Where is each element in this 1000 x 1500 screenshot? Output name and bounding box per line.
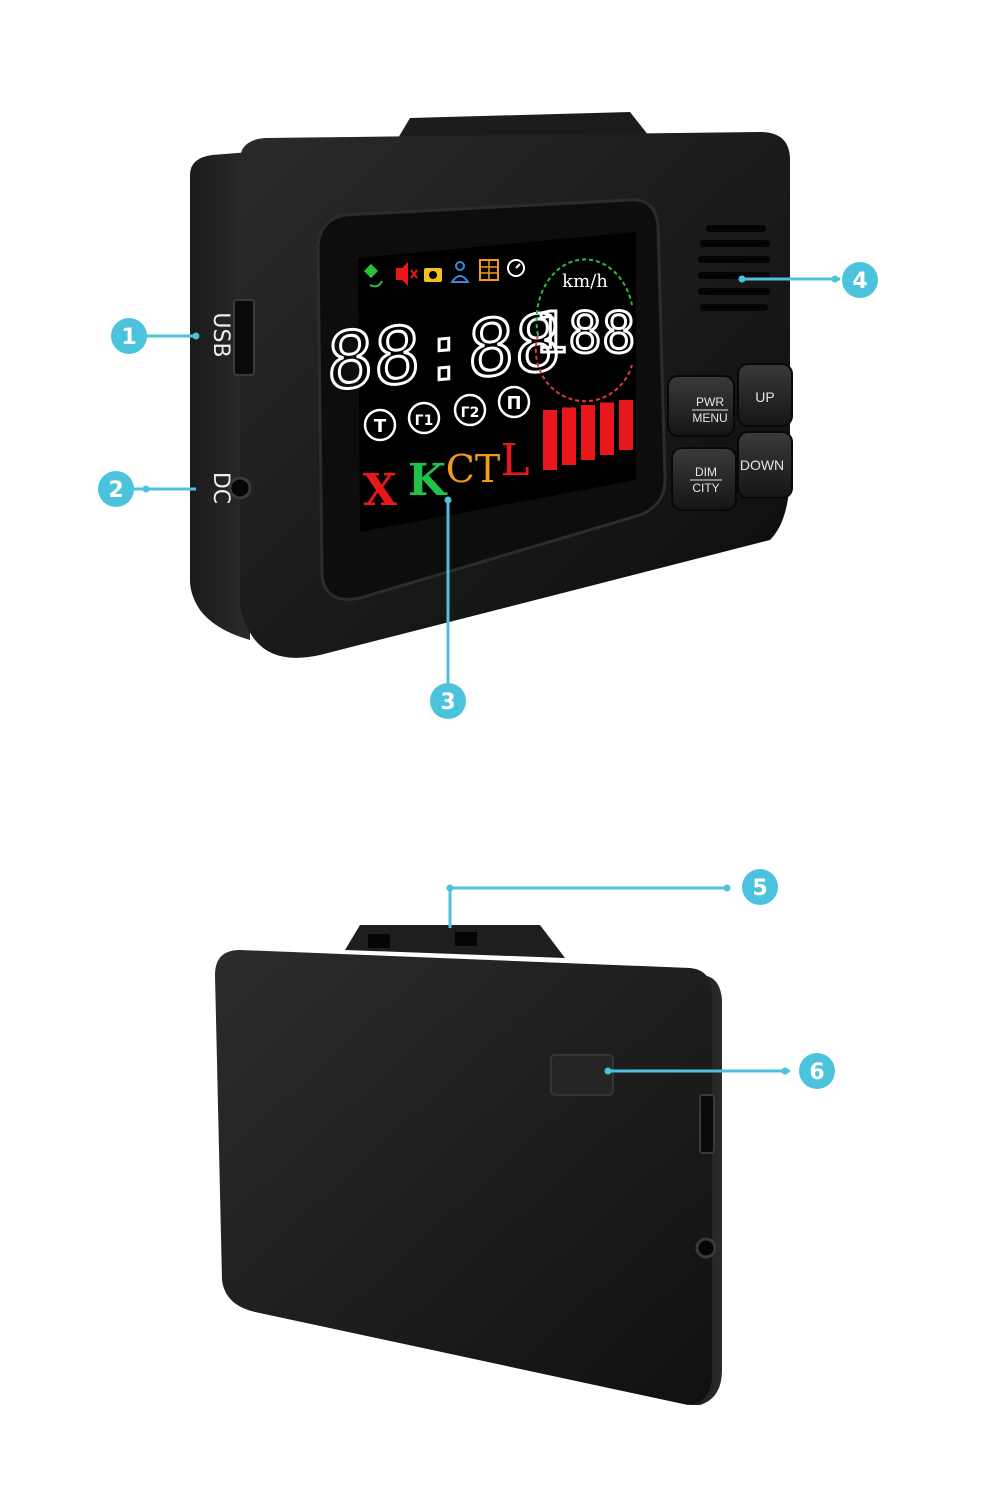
down-label: DOWN (740, 457, 784, 473)
band-x: X (363, 465, 398, 516)
dc-label: DC (208, 472, 233, 504)
signal-bar-5 (619, 400, 633, 450)
front-side (190, 152, 250, 640)
city-label: CITY (692, 481, 719, 495)
mode-icons: T Г1 Г2 П (363, 385, 531, 442)
callout-number-5: 5 (752, 876, 767, 901)
back-device (215, 925, 722, 1405)
usb-label: USB (208, 312, 233, 357)
mode-label-1: Г1 (415, 413, 434, 429)
callout-badge-1: 1 (111, 318, 147, 354)
pwr-menu-button[interactable]: PWR MENU (667, 375, 735, 437)
signal-bar-2 (562, 407, 576, 465)
back-dc-port[interactable] (695, 1237, 717, 1259)
up-button[interactable]: UP (737, 363, 793, 427)
signal-bar-3 (581, 405, 595, 460)
signal-strength-bars (543, 400, 633, 470)
callout-number-6: 6 (809, 1060, 824, 1085)
back-usb-port[interactable] (699, 1094, 715, 1154)
callout-number-4: 4 (852, 269, 867, 294)
camera-icon (424, 268, 442, 282)
mode-label-3: П (506, 393, 521, 414)
mode-icon-g2 (453, 393, 487, 427)
speed-gauge: km/h 188 (533, 258, 637, 403)
user-icon (450, 261, 470, 283)
callout-line-5 (448, 886, 730, 928)
signal-bar-4 (600, 402, 614, 455)
status-icons (363, 259, 525, 288)
speed-value: 188 (534, 301, 635, 366)
front-device: USB DC (190, 112, 793, 658)
signal-bar-1 (543, 410, 557, 470)
usb-port[interactable] (233, 299, 255, 376)
mount-slot-right (455, 932, 477, 946)
dc-port[interactable] (228, 476, 252, 500)
down-button[interactable]: DOWN (737, 431, 793, 499)
back-body (215, 950, 712, 1405)
callout-badge-3: 3 (430, 683, 466, 719)
dim-city-button[interactable]: DIM CITY (671, 447, 737, 511)
light-sensor-window (550, 1054, 614, 1096)
mode-icon-g1 (407, 401, 441, 435)
mount-slot-left (368, 934, 390, 948)
mode-icon-p (497, 385, 531, 419)
callout-number-2: 2 (108, 478, 123, 503)
timer-icon (507, 259, 525, 277)
grid-icon (479, 259, 499, 281)
speed-unit: km/h (562, 271, 608, 292)
callout-badge-5: 5 (742, 869, 778, 905)
band-l: L (500, 435, 529, 486)
satellite-icon (363, 263, 383, 288)
band-k: K (408, 455, 448, 506)
callout-number-3: 3 (440, 690, 455, 715)
mode-label-2: Г2 (461, 405, 480, 421)
pwr-label: PWR (696, 395, 724, 409)
dim-label: DIM (695, 465, 717, 479)
speed-ring-bottom (534, 334, 633, 403)
callout-badge-2: 2 (98, 471, 134, 507)
mode-icon-t (363, 408, 397, 442)
callout-badge-4: 4 (842, 262, 878, 298)
callout-badge-6: 6 (799, 1053, 835, 1089)
callout-number-1: 1 (121, 325, 136, 350)
mode-label-0: T (374, 416, 387, 437)
mute-icon (396, 262, 418, 286)
menu-label: MENU (692, 411, 727, 425)
callout-badges: 1 2 3 4 5 6 (98, 262, 878, 1089)
callout-lines (132, 275, 840, 1075)
speaker-grille (698, 225, 770, 311)
band-ct: CT (446, 447, 500, 491)
up-label: UP (755, 389, 774, 405)
